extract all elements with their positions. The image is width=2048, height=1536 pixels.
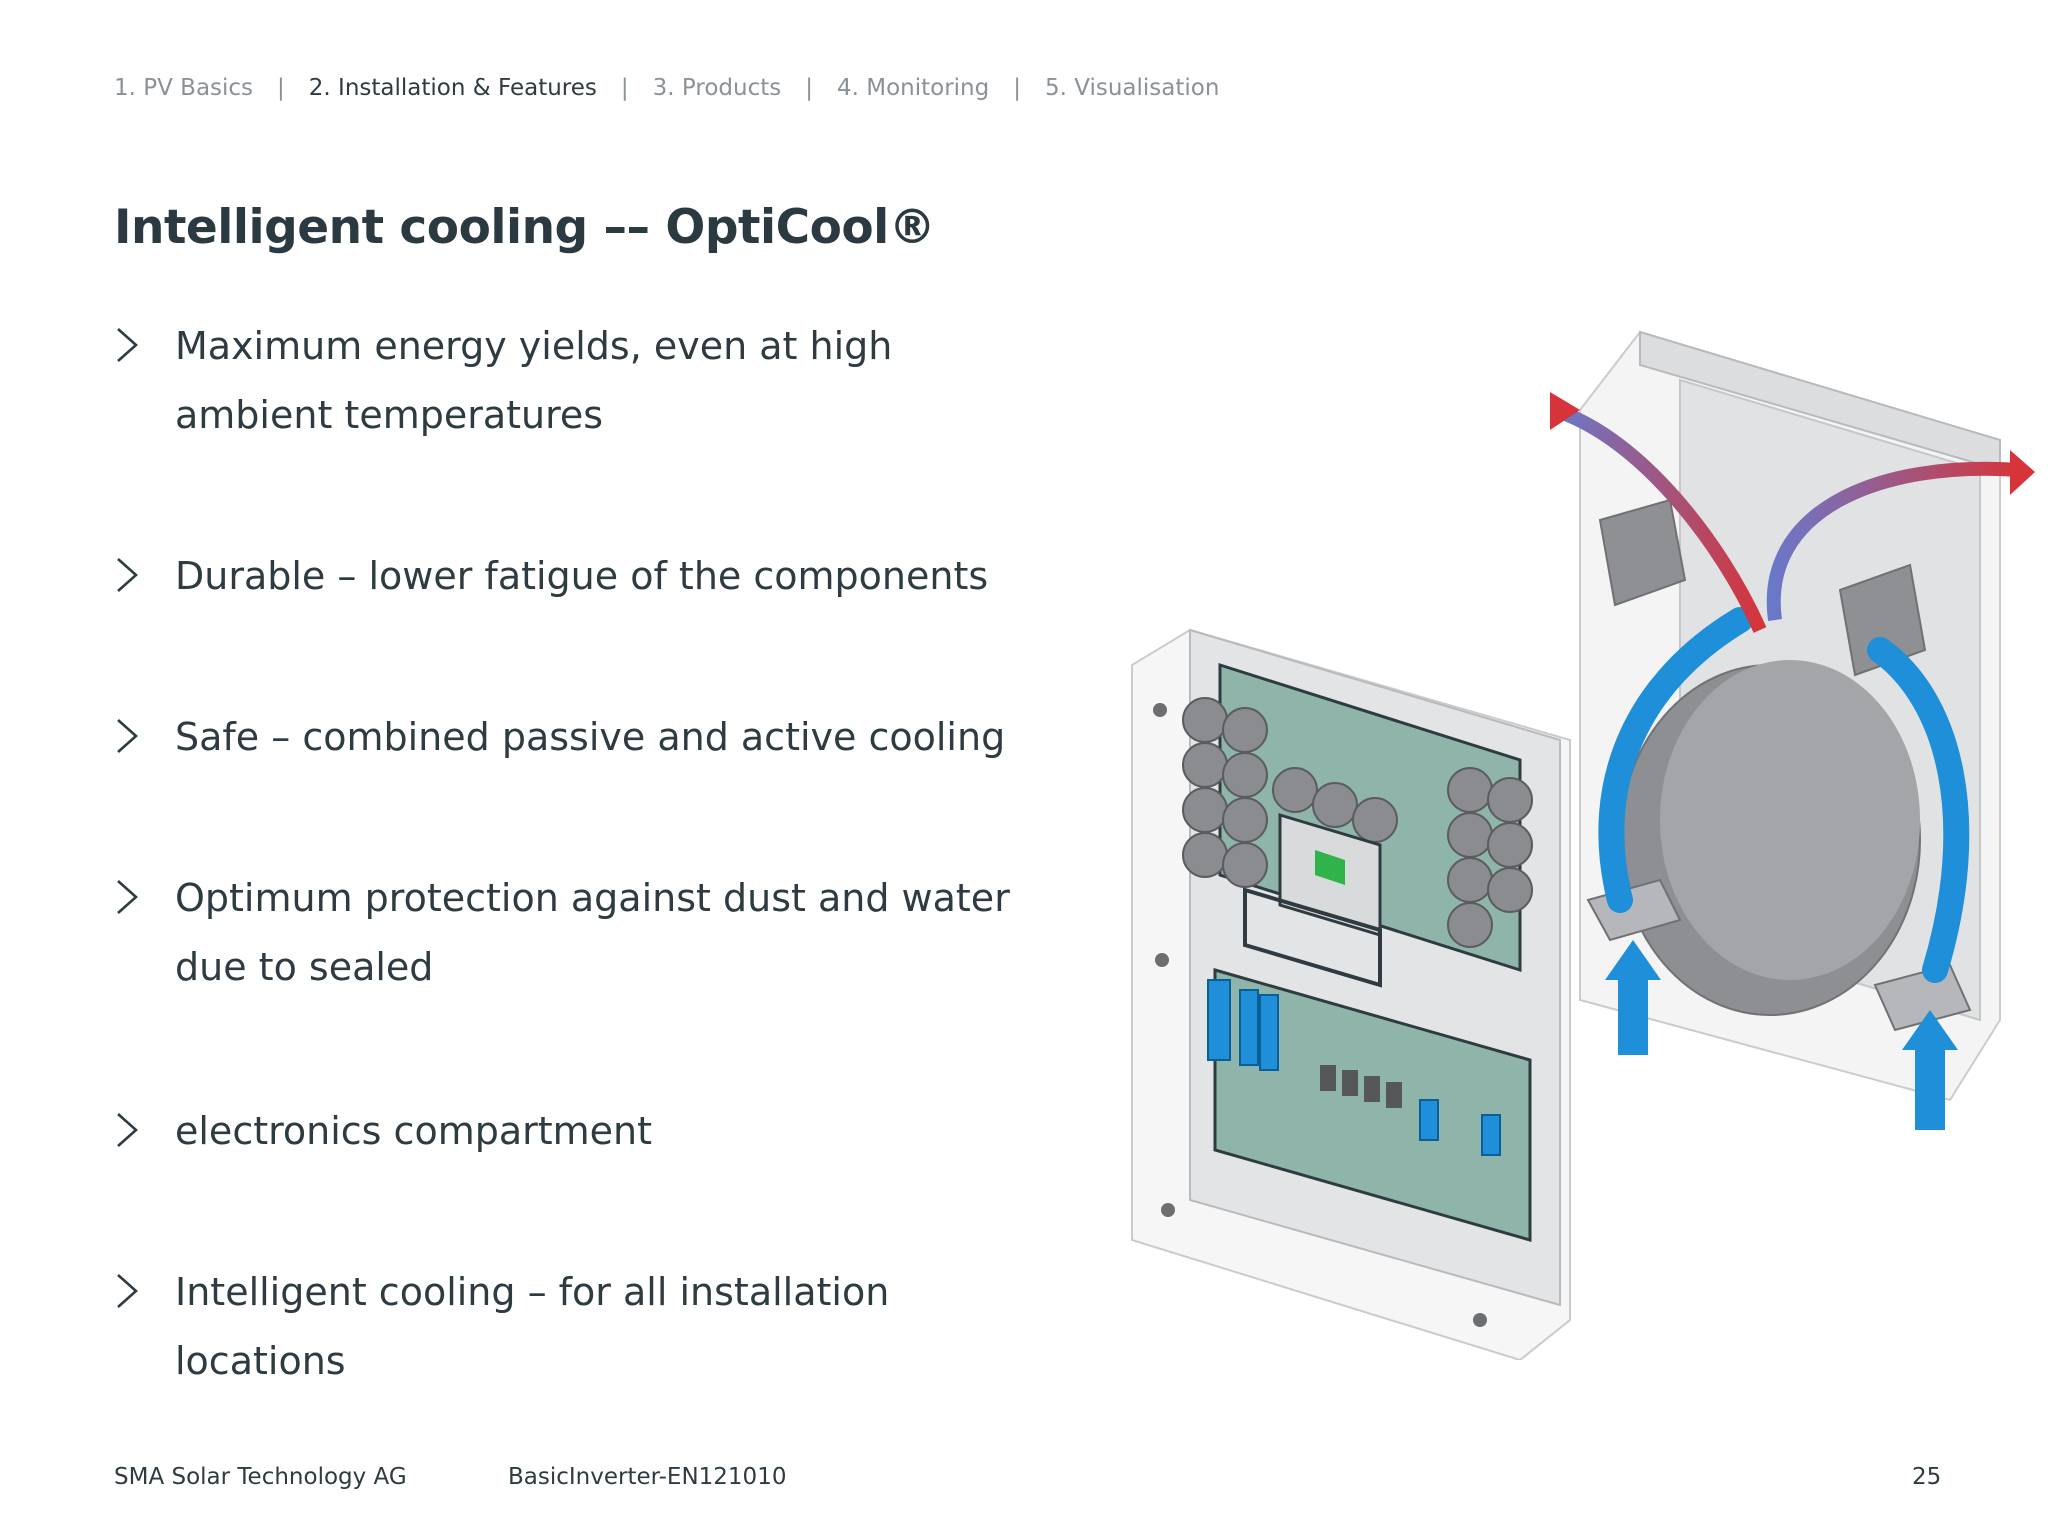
airflow-arrows bbox=[1550, 392, 2035, 1130]
nav-separator: | bbox=[277, 75, 285, 101]
inverter-housing bbox=[1579, 330, 2001, 1102]
page-title: Intelligent cooling –– OptiCool® bbox=[114, 200, 936, 255]
electronics-compartment bbox=[1131, 628, 1571, 1360]
footer-document-id: BasicInverter-EN121010 bbox=[508, 1464, 787, 1490]
inverter-cooling-illustration bbox=[1131, 330, 2035, 1360]
list-item-line: Safe – combined passive and active cooli… bbox=[175, 715, 1006, 759]
chevron-right-icon bbox=[117, 558, 138, 592]
list-item-line: locations bbox=[175, 1339, 346, 1383]
chevron-right-icon bbox=[117, 1113, 138, 1147]
nav-tab-monitoring[interactable]: 4. Monitoring bbox=[836, 75, 990, 101]
list-item-line: ambient temperatures bbox=[175, 393, 604, 437]
list-item-line: Maximum energy yields, even at high bbox=[175, 324, 893, 368]
top-navigation: 1. PV Basics | 2. Installation & Feature… bbox=[114, 72, 1219, 104]
chevron-right-icon bbox=[117, 1274, 138, 1308]
list-item-line: electronics compartment bbox=[175, 1109, 653, 1153]
nav-tab-products[interactable]: 3. Products bbox=[652, 75, 782, 101]
nav-tab-pv-basics[interactable]: 1. PV Basics bbox=[114, 75, 254, 101]
list-item-line: Intelligent cooling – for all installati… bbox=[175, 1270, 890, 1314]
nav-tab-installation-features[interactable]: 2. Installation & Features bbox=[308, 75, 597, 101]
nav-tab-visualisation[interactable]: 5. Visualisation bbox=[1045, 75, 1220, 101]
nav-separator: | bbox=[1013, 75, 1021, 101]
chevron-right-icon bbox=[117, 719, 138, 753]
footer-company: SMA Solar Technology AG bbox=[114, 1464, 407, 1490]
nav-separator: | bbox=[620, 75, 629, 101]
page-number: 25 bbox=[1912, 1464, 1942, 1490]
chevron-right-icon bbox=[117, 328, 138, 362]
nav-separator: | bbox=[805, 75, 813, 101]
list-item-line: Durable – lower fatigue of the component… bbox=[175, 554, 989, 598]
list-item-line: Optimum protection against dust and wate… bbox=[175, 876, 1010, 920]
list-item-line: due to sealed bbox=[175, 945, 434, 989]
chevron-right-icon bbox=[117, 880, 138, 914]
